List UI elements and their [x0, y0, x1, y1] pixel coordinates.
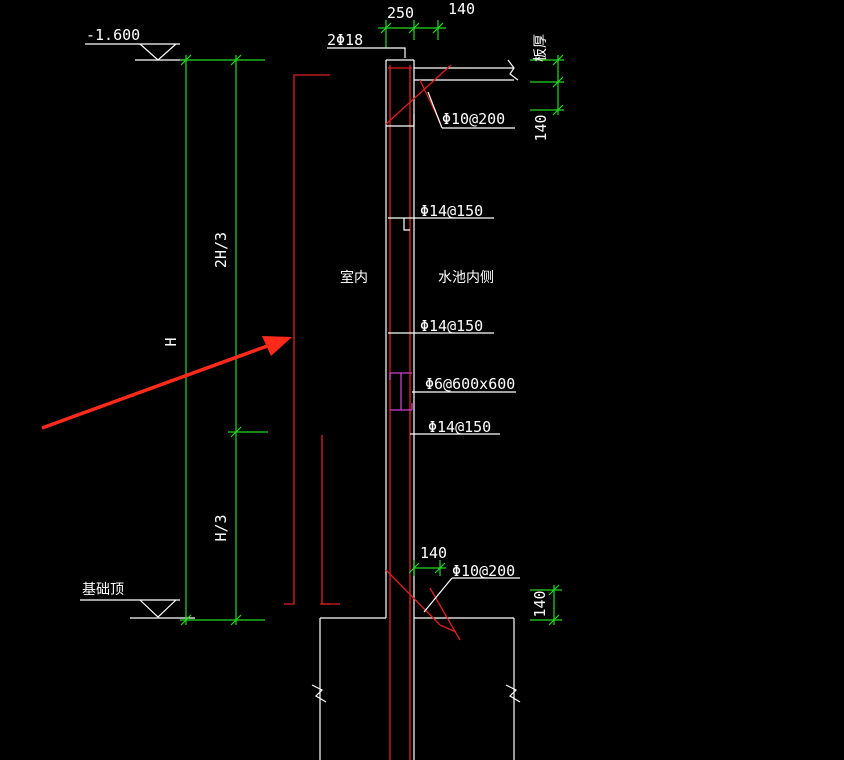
mid-dimension [408, 560, 446, 576]
pool-inside-label: 水池内侧 [438, 270, 494, 286]
dimension-250-label: 250 [387, 4, 414, 22]
height-dimension-lines [180, 54, 268, 626]
top-dimensions [378, 20, 446, 48]
wall-outline [311, 59, 521, 760]
left-rebar-brackets [284, 74, 340, 605]
dimension-140-top-label: 140 [448, 0, 475, 18]
top-elevation-label: -1.600 [86, 26, 140, 44]
main-vertical-rebar [385, 64, 461, 760]
top-bar-label: 2Φ18 [327, 31, 363, 49]
dimension-H3-label: H/3 [212, 514, 230, 541]
dimension-140-mid-label: 140 [420, 544, 447, 562]
top-bar-leader [327, 47, 406, 58]
dimension-140-right-bottom-label: 140 [531, 590, 549, 617]
top-hook-rebar-label: Φ10@200 [442, 110, 505, 128]
top-hook-callout [386, 91, 515, 129]
tie-bar [389, 372, 516, 411]
foundation-top-label: 基础顶 [82, 581, 124, 598]
rebar-1-label: Φ14@150 [420, 202, 483, 220]
tie-rebar-label: Φ6@600x600 [425, 375, 515, 393]
rebar-callout-1 [388, 217, 494, 231]
dimension-H-label: H [162, 337, 180, 346]
indoor-label: 室内 [340, 269, 368, 286]
bottom-hook-rebar-label: Φ10@200 [452, 562, 515, 580]
right-top-dimensions [530, 54, 564, 116]
slab-thickness-label: 板厚 [533, 34, 549, 62]
bottom-hook-callout [423, 577, 520, 613]
rebar-2-label: Φ14@150 [420, 317, 483, 335]
foundation-top-marker [80, 599, 195, 619]
right-bottom-dimensions [530, 584, 562, 626]
top-elevation-marker [85, 43, 185, 61]
dimension-140-right-top-label: 140 [532, 114, 550, 141]
dimension-2H3-label: 2H/3 [212, 232, 230, 268]
annotation-arrow [41, 336, 292, 430]
rebar-3-label: Φ14@150 [428, 418, 491, 436]
